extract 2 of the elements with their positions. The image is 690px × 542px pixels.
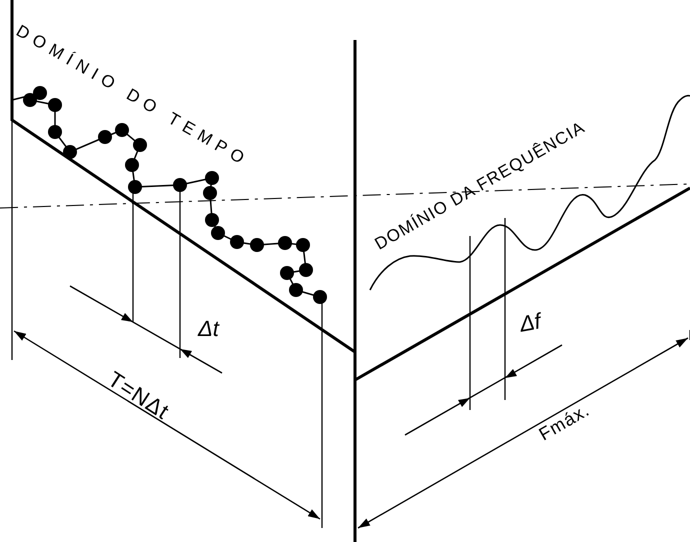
dimension-label: Δf: [518, 310, 542, 336]
dimension-label: Δt: [198, 318, 219, 340]
